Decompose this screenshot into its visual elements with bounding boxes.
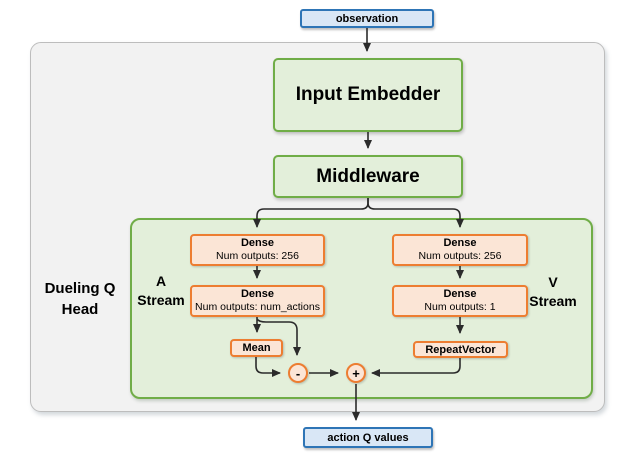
v-stream-label-line1: V [548, 274, 558, 290]
a-stream-label-line2: Stream [137, 292, 185, 308]
dueling-q-head-label-line2: Head [61, 301, 99, 318]
action-q-values-node: action Q values [303, 427, 433, 448]
v-stream-dense-1-title: Dense [443, 237, 477, 249]
dueling-q-head-label-line1: Dueling Q [44, 280, 116, 297]
a-stream-dense-2-num-outputs: Num outputs: num_actions [195, 301, 320, 313]
v-stream-dense-1-num-outputs: Num outputs: 256 [418, 250, 502, 262]
minus-sign: - [295, 365, 301, 381]
mean-node: Mean [230, 339, 283, 357]
dueling-q-head-label: Dueling Q Head [28, 278, 132, 320]
mean-label: Mean [242, 342, 271, 354]
repeat-vector-label: RepeatVector [425, 343, 496, 356]
a-stream-dense-1-title: Dense [240, 237, 275, 249]
a-stream-dense-2-title: Dense [240, 288, 275, 300]
a-stream-dense-2-node: Dense Num outputs: num_actions [190, 285, 325, 317]
input-embedder-label: Input Embedder [295, 84, 441, 105]
a-stream-label-line1: A [155, 273, 167, 289]
a-stream-dense-1-node: Dense Num outputs: 256 [190, 234, 325, 266]
add-op-node: + [346, 363, 366, 383]
subtract-op-node: - [288, 363, 308, 383]
middleware-label: Middleware [316, 165, 420, 187]
middleware-node: Middleware [273, 155, 463, 198]
action-q-values-label: action Q values [327, 431, 409, 444]
v-stream-dense-2-num-outputs: Num outputs: 1 [424, 301, 496, 313]
v-stream-dense-2-node: Dense Num outputs: 1 [392, 285, 528, 317]
repeat-vector-node: RepeatVector [413, 341, 508, 358]
v-stream-label: V Stream [524, 273, 582, 311]
v-stream-dense-2-title: Dense [443, 288, 477, 300]
v-stream-dense-1-node: Dense Num outputs: 256 [392, 234, 528, 266]
observation-label: observation [335, 12, 399, 25]
a-stream-dense-1-num-outputs: Num outputs: 256 [216, 250, 299, 262]
a-stream-label: A Stream [133, 272, 189, 310]
input-embedder-node: Input Embedder [273, 58, 463, 132]
plus-sign: + [352, 365, 360, 381]
v-stream-label-line2: Stream [529, 293, 577, 309]
observation-node: observation [300, 9, 434, 28]
